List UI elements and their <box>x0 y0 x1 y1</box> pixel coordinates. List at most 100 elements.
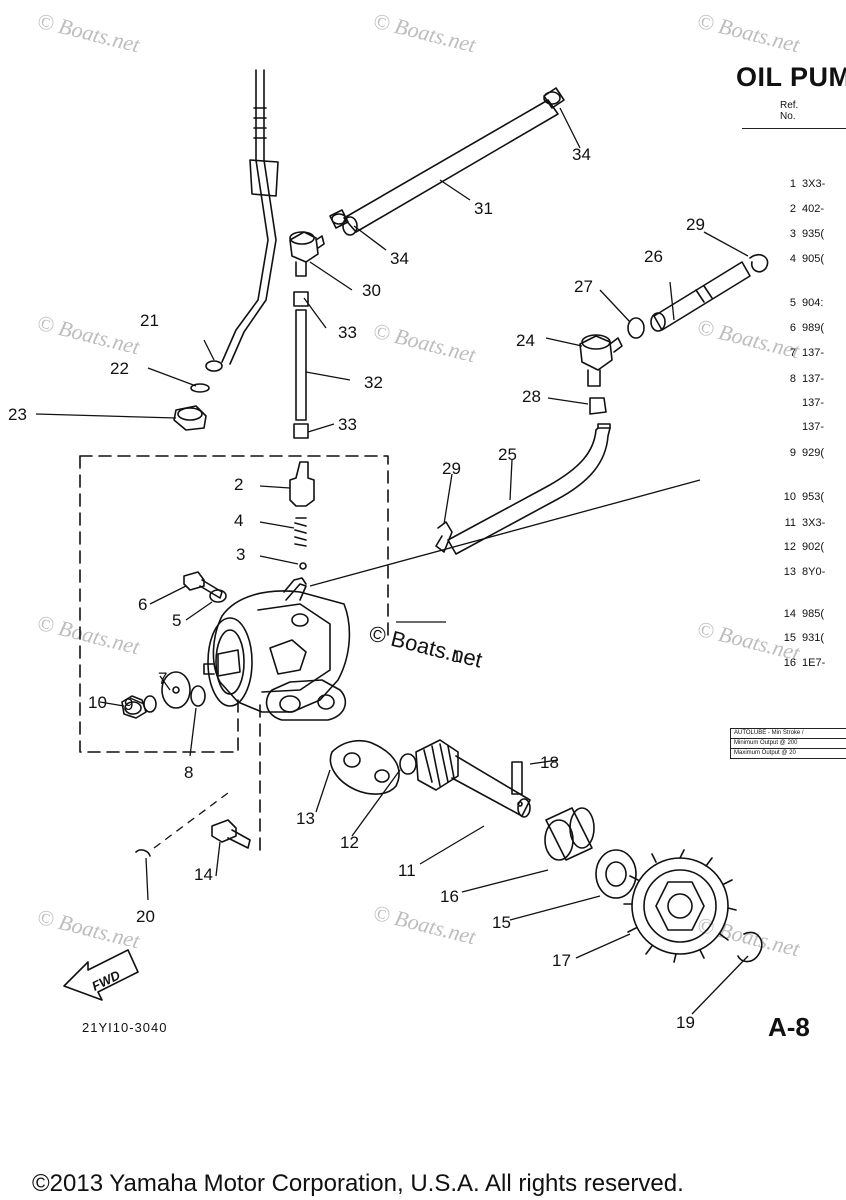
callout-number: 29 <box>686 215 705 234</box>
table-header: Ref. No. <box>780 100 798 122</box>
ref-number: 5 <box>789 297 796 309</box>
part-number: 1E7- <box>802 657 826 669</box>
part-number: 935( <box>802 228 825 240</box>
callout-number: 18 <box>540 753 559 772</box>
callout-number: 31 <box>474 199 493 218</box>
bolt-14 <box>211 819 237 843</box>
callout-number: 24 <box>516 331 535 350</box>
callout-number: 12 <box>340 833 359 852</box>
part-number: 137- <box>802 421 825 433</box>
spring-4 <box>294 517 307 547</box>
ref-number: 9 <box>789 447 796 459</box>
callout-number: 28 <box>522 387 541 406</box>
page-title: OIL PUM <box>736 62 846 92</box>
callout-number: 10 <box>88 693 107 712</box>
ring-22 <box>190 383 210 393</box>
part-number: 137- <box>802 397 825 409</box>
diagram-code: 21YI10-3040 <box>82 1020 168 1035</box>
callout-number: 1 <box>452 647 461 666</box>
table-row: 13 8Y0- <box>742 566 846 578</box>
bearing-15 <box>595 849 637 899</box>
callout-number: 26 <box>644 247 663 266</box>
spring-washer-9 <box>143 695 157 713</box>
table-row: 3 935( <box>742 228 846 240</box>
pipe-32 <box>295 309 307 421</box>
cap-33-top <box>293 291 309 307</box>
page-code: A-8 <box>768 1012 810 1042</box>
ref-number: 13 <box>783 566 796 578</box>
header-no: No. <box>780 111 796 122</box>
callout-number: 19 <box>676 1013 695 1032</box>
hose-26 <box>653 261 751 331</box>
ref-number: 10 <box>783 491 796 503</box>
collar-27 <box>627 317 645 339</box>
table-row: 2 402- <box>742 203 846 215</box>
ref-number: 14 <box>783 608 796 620</box>
fwd-arrow-outline <box>63 949 139 1001</box>
upper-oil-hose <box>221 69 269 363</box>
callout-number: 23 <box>8 405 27 424</box>
washer-5 <box>209 589 227 603</box>
callout-number: 13 <box>296 809 315 828</box>
ref-number: 8 <box>789 373 796 385</box>
callout-number: 2 <box>234 475 243 494</box>
nut-10 <box>121 695 147 719</box>
header-rule <box>742 128 846 129</box>
callout-number: 34 <box>572 145 591 164</box>
part-number: 929( <box>802 447 825 459</box>
autolube-box: AUTOLUBE - Min Stroke / Minimum Output @… <box>730 728 846 759</box>
part-number: 402- <box>802 203 825 215</box>
autolube-row: Maximum Output @ 20 <box>734 750 796 756</box>
plate-7 <box>161 671 191 709</box>
callout-number: 27 <box>574 277 593 296</box>
table-row: 8 137- <box>742 373 846 385</box>
ref-number: 1 <box>789 178 796 190</box>
callout-number: 7 <box>158 669 167 688</box>
pump-assembly-boundary <box>79 455 389 641</box>
clip-29-top <box>749 253 769 273</box>
callout-number: 33 <box>338 415 357 434</box>
part-number: 904: <box>802 297 824 309</box>
part-number: 3X3- <box>802 517 826 529</box>
ref-number: 2 <box>789 203 796 215</box>
callout-number: 8 <box>184 763 193 782</box>
gear-17 <box>623 849 737 963</box>
ref-number: 6 <box>789 322 796 334</box>
ref-number: 3 <box>789 228 796 240</box>
hose-25 <box>447 427 611 555</box>
part-number: 953( <box>802 491 825 503</box>
gasket-13 <box>329 739 400 795</box>
table-row: 9 929( <box>742 447 846 459</box>
fitting-2 <box>289 461 315 507</box>
callout-number: 21 <box>140 311 159 330</box>
callout-number: 9 <box>124 695 133 714</box>
callout-number: 33 <box>338 323 357 342</box>
union-24 <box>579 335 613 371</box>
ref-number: 15 <box>783 632 796 644</box>
callout-number: 16 <box>440 887 459 906</box>
screw-6 <box>183 571 205 591</box>
part-number: 8Y0- <box>802 566 826 578</box>
part-number: 137- <box>802 373 825 385</box>
table-row: 5 904: <box>742 297 846 309</box>
callout-number: 3 <box>236 545 245 564</box>
washer-12 <box>399 753 417 775</box>
autolube-row: Minimum Output @ 200 <box>731 739 846 749</box>
drive-shaft-11 <box>415 739 531 818</box>
callout-number: 15 <box>492 913 511 932</box>
oil-pump-body <box>203 577 351 721</box>
callout-number: 5 <box>172 611 181 630</box>
callout-number: 25 <box>498 445 517 464</box>
header-ref: Ref. <box>780 100 799 111</box>
pin-18 <box>511 761 523 795</box>
table-row: 10 953( <box>742 491 846 503</box>
